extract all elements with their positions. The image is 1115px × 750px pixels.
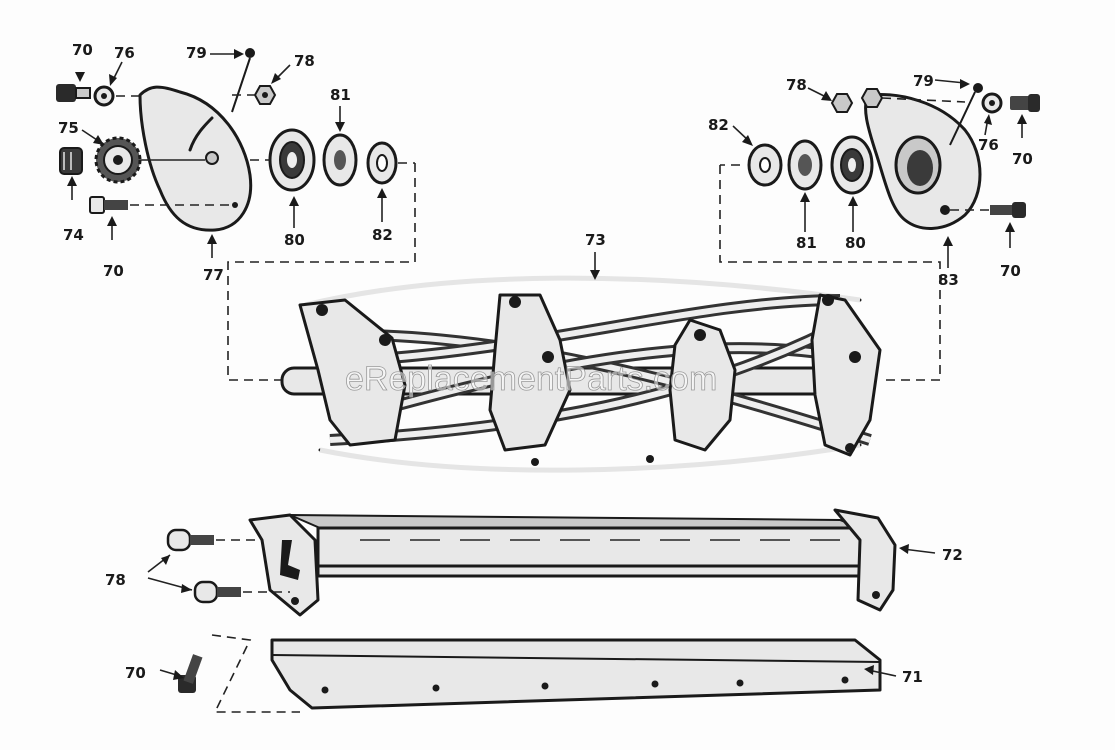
carriage-bolt-part bbox=[193, 580, 241, 604]
bearing-part bbox=[268, 128, 316, 192]
screw-part bbox=[178, 654, 203, 693]
carriage-bolt-part bbox=[166, 528, 214, 552]
bolt-part bbox=[89, 196, 128, 214]
washer-part bbox=[366, 141, 398, 185]
part-label: 80 bbox=[845, 234, 866, 252]
part-label: 77 bbox=[203, 266, 224, 284]
bearing-part bbox=[830, 135, 874, 195]
sprocket-part bbox=[94, 136, 142, 184]
pin-part bbox=[231, 48, 255, 113]
side-plate-part bbox=[864, 93, 982, 230]
washer-part bbox=[93, 85, 115, 107]
bolt-part bbox=[1010, 94, 1040, 112]
part-label: 70 bbox=[1012, 150, 1033, 168]
bolt-part bbox=[990, 202, 1026, 218]
part-label: 83 bbox=[938, 271, 959, 289]
watermark-text: eReplacementParts.com bbox=[345, 360, 717, 398]
nut-part bbox=[253, 85, 277, 105]
part-label: 78 bbox=[294, 52, 315, 70]
part-label: 81 bbox=[796, 234, 817, 252]
nut-part bbox=[830, 88, 884, 113]
part-label: 70 bbox=[103, 262, 124, 280]
part-label: 76 bbox=[978, 136, 999, 154]
part-label: 70 bbox=[1000, 262, 1021, 280]
washer-part bbox=[322, 133, 358, 187]
leader-arrows bbox=[67, 49, 1027, 680]
part-label: 78 bbox=[786, 76, 807, 94]
part-label: 75 bbox=[58, 119, 79, 137]
hex-nut-part bbox=[59, 147, 83, 175]
part-label: 74 bbox=[63, 226, 84, 244]
bed-knife-part bbox=[270, 638, 882, 710]
part-label: 72 bbox=[942, 546, 963, 564]
part-label: 71 bbox=[902, 668, 923, 686]
washer-part bbox=[787, 139, 823, 191]
part-label: 70 bbox=[72, 41, 93, 59]
part-label: 79 bbox=[186, 44, 207, 62]
washer-part bbox=[981, 92, 1003, 114]
part-label: 81 bbox=[330, 86, 351, 104]
bed-bar-part bbox=[248, 508, 897, 617]
part-label: 76 bbox=[114, 44, 135, 62]
part-label: 73 bbox=[585, 231, 606, 249]
part-label: 80 bbox=[284, 231, 305, 249]
washer-part bbox=[747, 143, 783, 187]
side-plate-part bbox=[138, 85, 253, 232]
pin-part bbox=[949, 83, 983, 146]
bolt-part bbox=[56, 84, 91, 102]
part-label: 78 bbox=[105, 571, 126, 589]
part-label: 70 bbox=[125, 664, 146, 682]
reel-assembly-part bbox=[280, 275, 882, 473]
part-label: 82 bbox=[372, 226, 393, 244]
part-label: 82 bbox=[708, 116, 729, 134]
part-label: 79 bbox=[913, 72, 934, 90]
